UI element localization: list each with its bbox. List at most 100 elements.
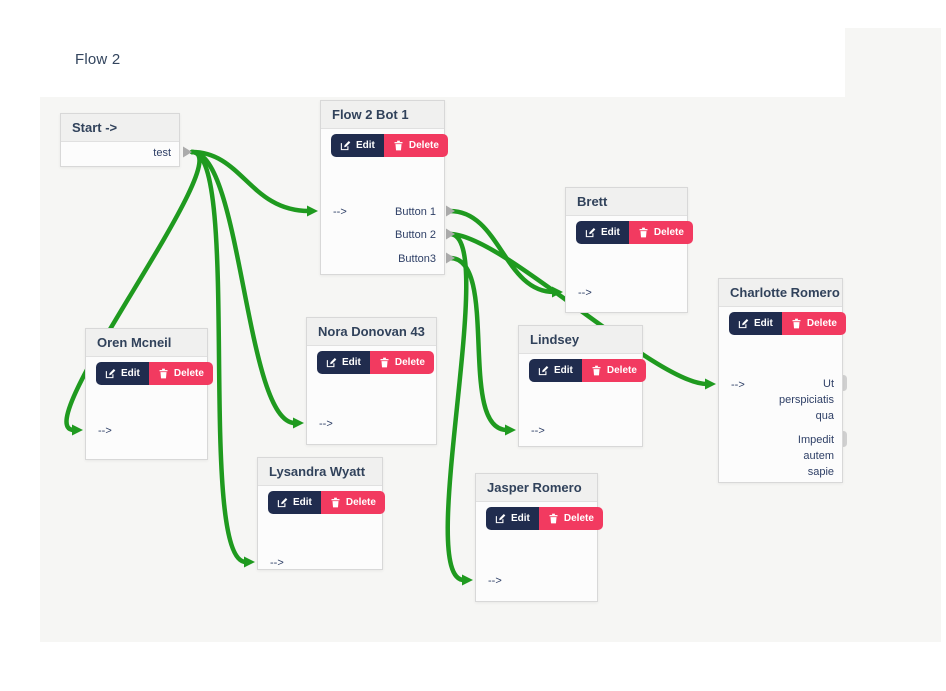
delete-button[interactable]: Delete (581, 359, 646, 382)
edit-button-label: Edit (121, 368, 140, 379)
node-title-lindsey: Lindsey (519, 326, 642, 354)
node-actions: Edit Delete (331, 134, 448, 157)
edge-start-test--to--nora-input[interactable] (189, 149, 298, 426)
output-port-label-charlotte-0: Ut perspiciatis qua (778, 378, 834, 422)
edit-button[interactable]: Edit (331, 134, 384, 157)
edit-button[interactable]: Edit (576, 221, 629, 244)
edit-button[interactable]: Edit (96, 362, 149, 385)
output-port-label-flow2bot1-1: Button 2 (395, 229, 436, 241)
node-title-nora: Nora Donovan 43 (307, 318, 436, 346)
edge-arrowhead-flow2bot1-input (307, 205, 318, 217)
input-port-label: --> (270, 557, 284, 569)
edit-button[interactable]: Edit (486, 507, 539, 530)
delete-button[interactable]: Delete (781, 312, 846, 335)
trash-icon (592, 365, 601, 376)
trash-icon (792, 318, 801, 329)
delete-button[interactable]: Delete (538, 507, 603, 530)
output-port-connector-start-test[interactable] (183, 146, 192, 158)
edit-pencil-icon (738, 319, 749, 329)
delete-button[interactable]: Delete (148, 362, 213, 385)
delete-button-label: Delete (806, 318, 837, 329)
edit-pencil-icon (538, 366, 549, 376)
delete-button-label: Delete (345, 497, 376, 508)
node-start[interactable]: Start ->test (60, 113, 180, 167)
node-title-charlotte: Charlotte Romero (719, 279, 842, 307)
input-port-label: --> (488, 575, 502, 587)
node-actions: Edit Delete (96, 362, 213, 385)
trash-icon (394, 140, 403, 151)
input-port-label: --> (731, 379, 745, 391)
delete-button-label: Delete (653, 227, 684, 238)
flow-title: Flow 2 (75, 51, 121, 68)
output-port-label-flow2bot1-2: Button3 (398, 253, 436, 265)
edit-pencil-icon (495, 514, 506, 524)
delete-button-label: Delete (408, 140, 439, 151)
delete-button-label: Delete (606, 365, 637, 376)
edit-pencil-icon (340, 141, 351, 151)
delete-button[interactable]: Delete (628, 221, 693, 244)
node-title-oren: Oren Mcneil (86, 329, 207, 357)
edit-pencil-icon (105, 369, 116, 379)
edit-button-label: Edit (342, 357, 361, 368)
edge-arrowhead-charlotte-input (705, 378, 716, 390)
node-actions: Edit Delete (729, 312, 846, 335)
output-port-label-start-0: test (153, 147, 171, 159)
delete-button[interactable]: Delete (383, 134, 448, 157)
trash-icon (159, 368, 168, 379)
edit-pencil-icon (277, 498, 288, 508)
node-title-lysandra: Lysandra Wyatt (258, 458, 382, 486)
output-port-connector-flow2bot1-Button3[interactable] (446, 252, 455, 264)
input-port-label: --> (98, 425, 112, 437)
node-actions: Edit Delete (268, 491, 385, 514)
edge-start-test--to--flow2bot1-input[interactable] (189, 149, 312, 214)
input-port-label: --> (333, 206, 347, 218)
output-port-connector-flow2bot1-Button-1[interactable] (446, 205, 455, 217)
delete-button[interactable]: Delete (320, 491, 385, 514)
edge-arrowhead-oren-input (72, 424, 83, 436)
input-port-label: --> (531, 425, 545, 437)
edit-pencil-icon (326, 358, 337, 368)
trash-icon (331, 497, 340, 508)
edge-flow2bot1-Button-1--to--brett-input[interactable] (447, 208, 557, 295)
edge-start-test--to--oren-input[interactable] (64, 149, 202, 433)
edit-button[interactable]: Edit (729, 312, 782, 335)
edit-pencil-icon (585, 228, 596, 238)
edit-button[interactable]: Edit (268, 491, 321, 514)
edge-arrowhead-nora-input (293, 417, 304, 429)
node-actions: Edit Delete (317, 351, 434, 374)
output-port-label-charlotte-1: Impedit autem sapie (797, 434, 834, 478)
node-actions: Edit Delete (576, 221, 693, 244)
node-flow2bot1[interactable]: Flow 2 Bot 1 Edit Delete --> Button 1 Button … (320, 100, 448, 275)
node-nora[interactable]: Nora Donovan 43 Edit Delete --> (306, 317, 437, 445)
edit-button-label: Edit (601, 227, 620, 238)
edge-arrowhead-lindsey-input (505, 424, 516, 436)
output-port-connector-flow2bot1-Button-2[interactable] (446, 228, 455, 240)
edit-button[interactable]: Edit (317, 351, 370, 374)
delete-button-label: Delete (394, 357, 425, 368)
edge-flow2bot1-Button-2--to--jasper-input[interactable] (445, 231, 469, 583)
node-title-jasper: Jasper Romero (476, 474, 597, 502)
edit-button-label: Edit (293, 497, 312, 508)
edge-arrowhead-jasper-input (462, 574, 473, 586)
edge-start-test--to--lysandra-input[interactable] (189, 149, 249, 565)
delete-button[interactable]: Delete (369, 351, 434, 374)
flow-title-bar: Flow 2 (40, 28, 845, 97)
trash-icon (639, 227, 648, 238)
edit-button-label: Edit (511, 513, 530, 524)
edge-arrowhead-lysandra-input (244, 556, 255, 568)
delete-button-label: Delete (173, 368, 204, 379)
edit-button-label: Edit (356, 140, 375, 151)
delete-button-label: Delete (563, 513, 594, 524)
node-title-flow2bot1: Flow 2 Bot 1 (321, 101, 444, 129)
input-port-label: --> (319, 418, 333, 430)
output-port-label-flow2bot1-0: Button 1 (395, 206, 436, 218)
node-actions: Edit Delete (486, 507, 603, 530)
input-port-label: --> (578, 287, 592, 299)
edit-button[interactable]: Edit (529, 359, 582, 382)
